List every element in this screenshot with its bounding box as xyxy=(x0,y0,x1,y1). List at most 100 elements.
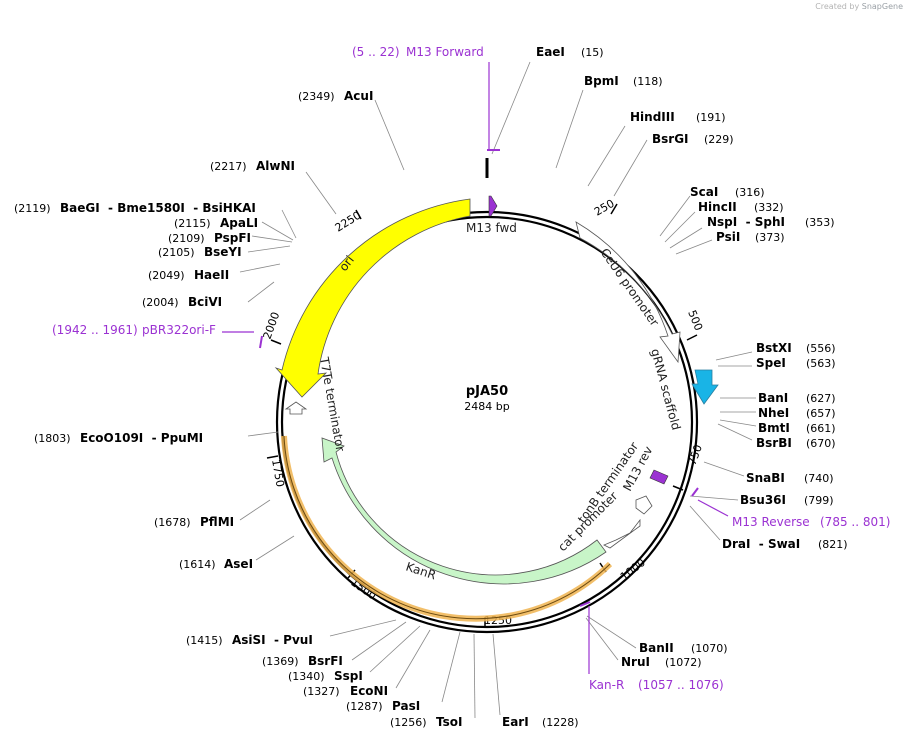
svg-text:AcuI: AcuI xyxy=(344,89,373,103)
primer-kan-r[interactable]: Kan-R(1057 .. 1076) xyxy=(589,678,724,692)
enzyme-acui[interactable]: (2349)AcuI xyxy=(298,89,373,103)
svg-text:(785 .. 801): (785 .. 801) xyxy=(820,515,890,529)
svg-text:ScaI: ScaI xyxy=(690,185,718,199)
svg-text:AseI: AseI xyxy=(224,557,253,571)
enzyme-psii[interactable]: PsiI(373) xyxy=(716,230,785,244)
enzyme-nspi-sphi[interactable]: NspI - SphI(353) xyxy=(707,215,835,229)
credit-brand: SnapGene xyxy=(861,2,903,11)
svg-text:EcoO109I - PpuMI: EcoO109I - PpuMI xyxy=(80,431,203,445)
enzyme-snabi[interactable]: SnaBI(740) xyxy=(746,471,834,485)
enzyme-pspfi[interactable]: (2109)PspFI xyxy=(168,231,251,245)
svg-text:BanII: BanII xyxy=(639,641,674,655)
svg-text:(1369): (1369) xyxy=(262,655,299,668)
svg-text:AlwNI: AlwNI xyxy=(256,159,295,173)
enzyme-bsu36i[interactable]: Bsu36I(799) xyxy=(740,493,834,507)
primer-markers xyxy=(222,62,729,674)
svg-text:(1614): (1614) xyxy=(179,558,216,571)
svg-text:(661): (661) xyxy=(806,422,836,435)
enzyme-pasi[interactable]: (1287) PasI xyxy=(346,699,420,713)
svg-text:AsiSI - PvuI: AsiSI - PvuI xyxy=(232,633,313,647)
enzyme-spei[interactable]: SpeI (563) xyxy=(756,356,836,370)
svg-text:(1942 .. 1961): (1942 .. 1961) xyxy=(52,323,138,337)
enzyme-bcivi[interactable]: (2004)BciVI xyxy=(142,295,222,309)
enzyme-haeii[interactable]: (2049)HaeII xyxy=(148,268,229,282)
svg-text:(2217): (2217) xyxy=(210,160,247,173)
svg-text:(2105): (2105) xyxy=(158,246,195,259)
svg-text:EcoNI: EcoNI xyxy=(350,684,388,698)
enzyme-asisi-pvui[interactable]: (1415) AsiSI - PvuI xyxy=(186,633,313,647)
svg-text:(1256): (1256) xyxy=(390,716,427,729)
svg-text:TsoI: TsoI xyxy=(436,715,462,729)
m13-rev-feature[interactable] xyxy=(649,469,669,485)
svg-text:(118): (118) xyxy=(633,75,663,88)
svg-text:BmtI: BmtI xyxy=(758,421,790,435)
plasmid-length: 2484 bp xyxy=(464,400,509,413)
primer-pbr322ori-f[interactable]: (1942 .. 1961)pBR322ori-F xyxy=(52,323,216,337)
tick-mark xyxy=(355,209,362,220)
svg-text:PspFI: PspFI xyxy=(214,231,251,245)
m13-fwd-feature[interactable] xyxy=(488,195,498,217)
enzyme-bsrgi[interactable]: BsrGI(229) xyxy=(652,132,734,146)
enzyme-bsrbi[interactable]: BsrBI(670) xyxy=(756,436,836,450)
enzyme-nrui[interactable]: NruI (1072) xyxy=(621,655,702,669)
primer-m13-reverse[interactable]: M13 Reverse(785 .. 801) xyxy=(732,515,890,529)
ceu6-promoter-feature[interactable] xyxy=(575,221,681,364)
enzyme-bsrfi[interactable]: (1369)BsrFI xyxy=(262,654,343,668)
cat-promoter-feature[interactable] xyxy=(603,518,641,549)
ori-feature[interactable] xyxy=(274,198,471,398)
svg-text:(332): (332) xyxy=(754,201,784,214)
enzyme-labels: EaeI(15) BpmI(118) HindIII(191) BsrGI(22… xyxy=(14,45,848,729)
t7te-terminator-feature[interactable] xyxy=(284,401,308,415)
svg-text:(657): (657) xyxy=(806,407,836,420)
grna-scaffold-feature[interactable] xyxy=(691,369,719,405)
primer-labels: (5 .. 22)M13 Forward M13 Reverse(785 .. … xyxy=(52,45,890,692)
svg-text:(627): (627) xyxy=(806,392,836,405)
svg-text:(563): (563) xyxy=(806,357,836,370)
svg-text:(1287): (1287) xyxy=(346,700,383,713)
label-connectors xyxy=(239,61,757,719)
enzyme-tsoi[interactable]: (1256) TsoI xyxy=(390,715,462,729)
primer-m13-forward[interactable]: (5 .. 22)M13 Forward xyxy=(352,45,484,59)
kanr-feature[interactable] xyxy=(321,437,607,585)
svg-text:HincII: HincII xyxy=(698,200,737,214)
svg-text:NheI: NheI xyxy=(758,406,789,420)
enzyme-bstxi[interactable]: BstXI(556) xyxy=(756,341,836,355)
enzyme-scai[interactable]: ScaI(316) xyxy=(690,185,765,199)
enzyme-bpmi[interactable]: BpmI(118) xyxy=(584,74,663,88)
svg-text:HindIII: HindIII xyxy=(630,110,675,124)
enzyme-sspi[interactable]: (1340)SspI xyxy=(288,669,363,683)
svg-text:SpeI: SpeI xyxy=(756,356,786,370)
tick-label: 1000 xyxy=(618,556,648,583)
svg-text:(1070): (1070) xyxy=(691,642,728,655)
enzyme-eaei[interactable]: EaeI(15) xyxy=(536,45,604,59)
enzyme-ecoo109i-ppumi[interactable]: (1803)EcoO109I - PpuMI xyxy=(34,431,203,445)
svg-text:Bsu36I: Bsu36I xyxy=(740,493,786,507)
svg-text:BstXI: BstXI xyxy=(756,341,792,355)
svg-text:Kan-R: Kan-R xyxy=(589,678,624,692)
enzyme-hincii[interactable]: HincII (332) xyxy=(698,200,784,214)
enzyme-bmti[interactable]: BmtI (661) xyxy=(758,421,836,435)
svg-text:NruI: NruI xyxy=(621,655,650,669)
svg-text:(1415): (1415) xyxy=(186,634,223,647)
svg-text:(15): (15) xyxy=(581,46,604,59)
t7te-terminator-label: T7Te terminator xyxy=(317,355,348,452)
svg-text:(1072): (1072) xyxy=(665,656,702,669)
enzyme-bseyi[interactable]: (2105)BseYI xyxy=(158,245,242,259)
tick-mark xyxy=(266,455,279,459)
enzyme-eari[interactable]: EarI(1228) xyxy=(502,715,579,729)
enzyme-pflmi[interactable]: (1678)PflMI xyxy=(154,515,234,529)
enzyme-baegi-bme1580i-bsihkai[interactable]: (2119)BaeGI - Bme1580I - BsiHKAI xyxy=(14,201,256,215)
enzyme-drai-swai[interactable]: DraI - SwaI(821) xyxy=(722,537,848,551)
enzyme-asei[interactable]: (1614) AseI xyxy=(179,557,253,571)
enzyme-nhei[interactable]: NheI (657) xyxy=(758,406,836,420)
enzyme-alwni[interactable]: (2217) AlwNI xyxy=(210,159,295,173)
enzyme-banii[interactable]: BanII (1070) xyxy=(639,641,728,655)
svg-text:PasI: PasI xyxy=(392,699,420,713)
enzyme-bani[interactable]: BanI(627) xyxy=(758,391,836,405)
tick-mark xyxy=(610,203,618,215)
enzyme-econi[interactable]: (1327)EcoNI xyxy=(303,684,388,698)
enzyme-apali[interactable]: (2115)ApaLI xyxy=(174,216,258,230)
enzyme-hindiii[interactable]: HindIII(191) xyxy=(630,110,726,124)
svg-text:(2119): (2119) xyxy=(14,202,51,215)
tonb-terminator-feature[interactable] xyxy=(635,495,653,515)
